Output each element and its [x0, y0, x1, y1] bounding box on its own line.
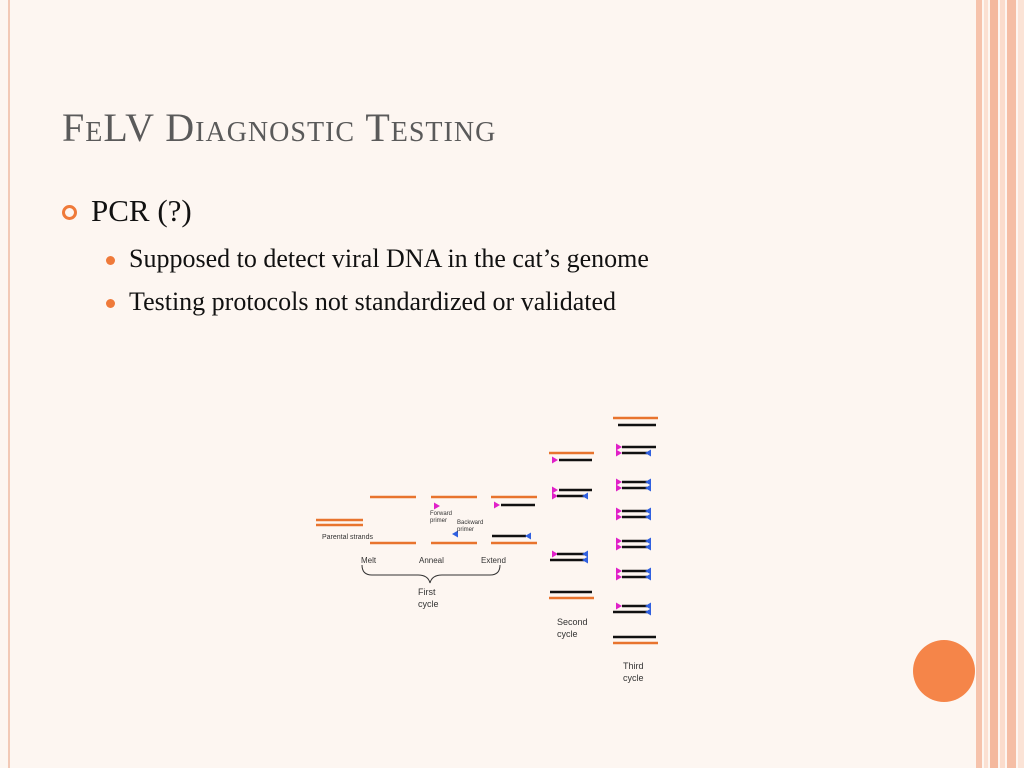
sub-bullet: Supposed to detect viral DNA in the cat’… — [106, 244, 649, 274]
sub-bullet: Testing protocols not standardized or va… — [106, 287, 616, 317]
backward-primer — [645, 507, 651, 515]
backward-primer — [452, 530, 458, 538]
forward-primer — [552, 492, 558, 500]
label-extend: Extend — [481, 556, 506, 565]
sub-bullet-text: Testing protocols not standardized or va… — [129, 287, 616, 316]
slide-title: FeLV Diagnostic Testing — [62, 105, 497, 150]
label-backward-1: Backward — [457, 520, 483, 526]
decor-stripe — [1000, 0, 1005, 768]
forward-primer — [616, 543, 622, 551]
label-forward-2: primer — [430, 518, 447, 524]
left-border — [8, 0, 10, 768]
backward-primer — [645, 543, 651, 551]
backward-primer — [645, 567, 651, 575]
forward-primer — [552, 550, 558, 558]
backward-primer — [645, 478, 651, 486]
diagram-strands — [316, 416, 658, 645]
forward-primer — [494, 501, 500, 509]
forward-primer — [616, 537, 622, 545]
decor-stripe — [990, 0, 998, 768]
backward-primer — [645, 537, 651, 545]
forward-primer — [616, 449, 622, 457]
backward-primer — [645, 449, 651, 457]
label-first-2: cycle — [418, 599, 439, 609]
backward-primer — [525, 532, 531, 540]
bullet-pcr: PCR (?) — [62, 193, 192, 229]
forward-primer — [552, 486, 558, 494]
forward-primer — [616, 443, 622, 451]
sub-bullet-text: Supposed to detect viral DNA in the cat’… — [129, 244, 649, 273]
label-parental: Parental strands — [322, 534, 373, 541]
label-third-2: cycle — [623, 673, 644, 683]
label-melt: Melt — [361, 556, 377, 565]
forward-primer — [552, 456, 558, 464]
backward-primer — [645, 513, 651, 521]
decor-stripe — [1007, 0, 1016, 768]
backward-primer — [645, 484, 651, 492]
forward-primer — [616, 602, 622, 610]
backward-primer — [582, 556, 588, 564]
decor-stripe — [984, 0, 988, 768]
label-first-1: First — [418, 587, 436, 597]
forward-primer — [616, 567, 622, 575]
first-cycle-brace — [361, 564, 501, 584]
backward-primer — [645, 608, 651, 616]
backward-primer — [582, 550, 588, 558]
forward-primer — [616, 513, 622, 521]
forward-primer — [616, 478, 622, 486]
backward-primer — [645, 602, 651, 610]
decor-stripe — [1018, 0, 1024, 768]
pcr-diagram: Parental strands Melt Anneal Extend Forw… — [316, 416, 658, 683]
forward-primer — [616, 484, 622, 492]
label-backward-2: primer — [457, 527, 474, 533]
dot-bullet-icon — [106, 256, 115, 265]
decor-stripe — [976, 0, 982, 768]
bullet-text: PCR (?) — [91, 193, 192, 228]
label-anneal: Anneal — [419, 556, 444, 565]
dot-bullet-icon — [106, 299, 115, 308]
label-second-2: cycle — [557, 629, 578, 639]
forward-primer — [616, 507, 622, 515]
ring-bullet-icon — [62, 204, 77, 220]
forward-primer — [616, 573, 622, 581]
backward-primer — [582, 492, 588, 500]
label-forward-1: Forward — [430, 511, 452, 517]
forward-primer — [434, 502, 440, 510]
backward-primer — [645, 573, 651, 581]
label-second-1: Second — [557, 617, 588, 627]
label-third-1: Third — [623, 661, 644, 671]
decor-circle — [913, 640, 975, 702]
